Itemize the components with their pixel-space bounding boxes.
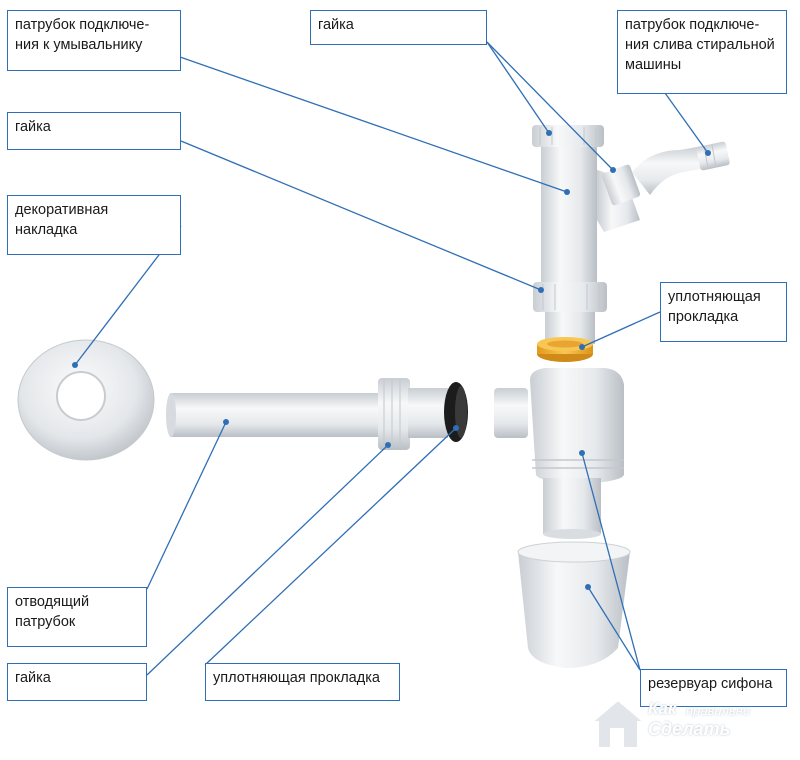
house-logo-icon (589, 698, 647, 749)
decorative-cover-part (17, 339, 155, 461)
label-decorative-cover: декоративная накладка (7, 195, 181, 255)
orange-gasket-part (537, 337, 593, 362)
label-nut-left: гайка (7, 112, 181, 150)
black-seal-part (444, 382, 468, 442)
watermark-line2: правильно (686, 703, 751, 718)
label-inlet-to-basin: патрубок подключе- ния к умывальнику (7, 10, 181, 71)
outlet-pipe-part (166, 378, 448, 450)
label-nut-bottom: гайка (7, 663, 147, 701)
label-gasket-bottom: уплотняющая прокладка (205, 663, 400, 701)
label-gasket-right: уплотняющая прокладка (660, 282, 787, 342)
label-nut-top: гайка (310, 10, 487, 45)
siphon-body-part (494, 368, 624, 539)
watermark: Как правильно Сделать (586, 693, 786, 753)
label-washing-machine-inlet: патрубок подключе- ния слива стиральной … (617, 10, 787, 94)
label-siphon-bowl: резервуар сифона (640, 669, 787, 707)
watermark-line1: Как (648, 699, 677, 718)
washing-machine-inlet-part (601, 141, 730, 206)
watermark-line3: Сделать (648, 719, 731, 739)
label-outlet-pipe: отводящий патрубок (7, 587, 147, 647)
siphon-bowl-part (517, 541, 631, 668)
leader-dots (72, 130, 711, 590)
riser-pipe-part (532, 125, 640, 344)
